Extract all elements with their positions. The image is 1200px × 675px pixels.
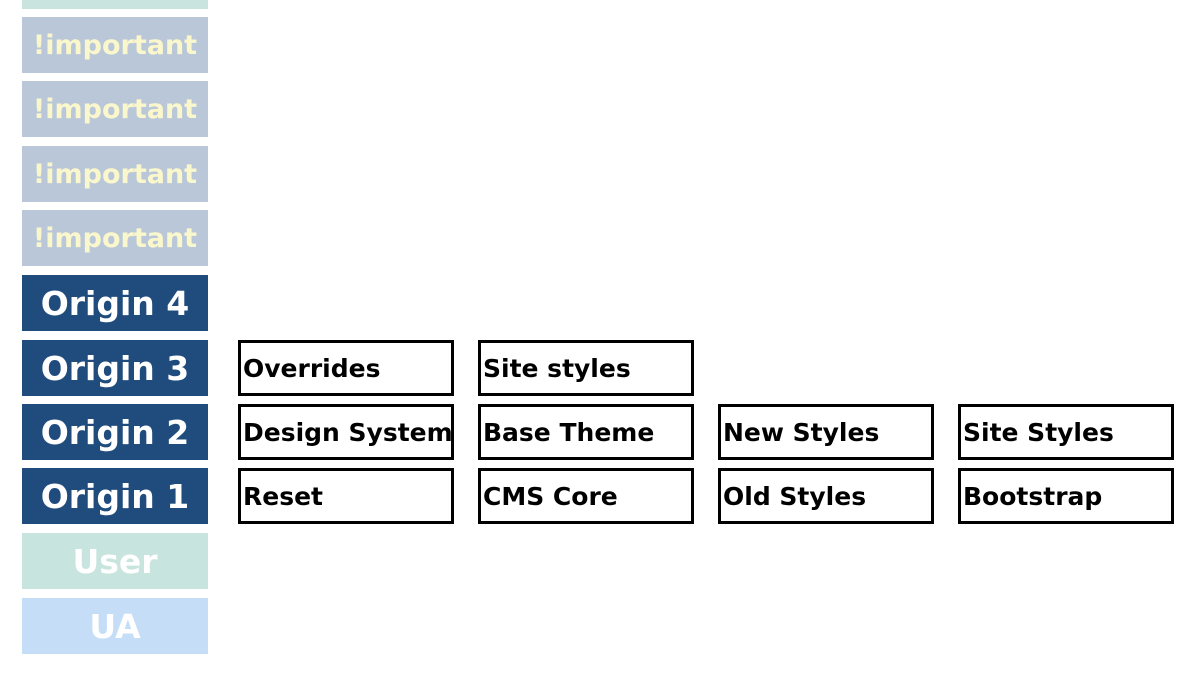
origin-3-block: Origin 3 — [22, 340, 208, 396]
layer-label: CMS Core — [483, 481, 618, 511]
important-block-2: !important — [22, 81, 208, 137]
layer-label: Design System — [243, 417, 453, 447]
ua-block: UA — [22, 598, 208, 654]
layer-box-reset: Reset — [238, 468, 454, 524]
layer-box-overrides: Overrides — [238, 340, 454, 396]
important-label: !important — [32, 222, 198, 254]
origin-3-label: Origin 3 — [40, 348, 190, 388]
layer-box-old-styles: Old Styles — [718, 468, 934, 524]
origin-4-block: Origin 4 — [22, 275, 208, 331]
layer-label: Reset — [243, 481, 323, 511]
layer-box-site-styles: Site Styles — [958, 404, 1174, 460]
ua-label: UA — [89, 606, 141, 646]
layer-box-new-styles: New Styles — [718, 404, 934, 460]
user-label: User — [72, 541, 158, 581]
important-block-3: !important — [22, 146, 208, 202]
layer-label: Base Theme — [483, 417, 655, 447]
important-label: !important — [32, 93, 198, 125]
layer-label: Site Styles — [963, 417, 1114, 447]
important-label: !important — [32, 29, 198, 61]
layer-box-bootstrap: Bootstrap — [958, 468, 1174, 524]
user-block: User — [22, 533, 208, 589]
layer-label: New Styles — [723, 417, 880, 447]
important-block-4: !important — [22, 210, 208, 266]
origin-2-block: Origin 2 — [22, 404, 208, 460]
stack-block-top-partial — [22, 0, 208, 9]
important-label: !important — [32, 158, 198, 190]
layer-label: Bootstrap — [963, 481, 1103, 511]
layer-label: Overrides — [243, 353, 381, 383]
layer-box-cms-core: CMS Core — [478, 468, 694, 524]
layer-box-site-styles-lower: Site styles — [478, 340, 694, 396]
layer-box-base-theme: Base Theme — [478, 404, 694, 460]
origin-1-block: Origin 1 — [22, 468, 208, 524]
layer-box-design-system: Design System — [238, 404, 454, 460]
layer-label: Old Styles — [723, 481, 867, 511]
origin-4-label: Origin 4 — [40, 283, 190, 323]
layer-label: Site styles — [483, 353, 631, 383]
origin-2-label: Origin 2 — [40, 412, 190, 452]
important-block-1: !important — [22, 17, 208, 73]
origin-1-label: Origin 1 — [40, 476, 190, 516]
